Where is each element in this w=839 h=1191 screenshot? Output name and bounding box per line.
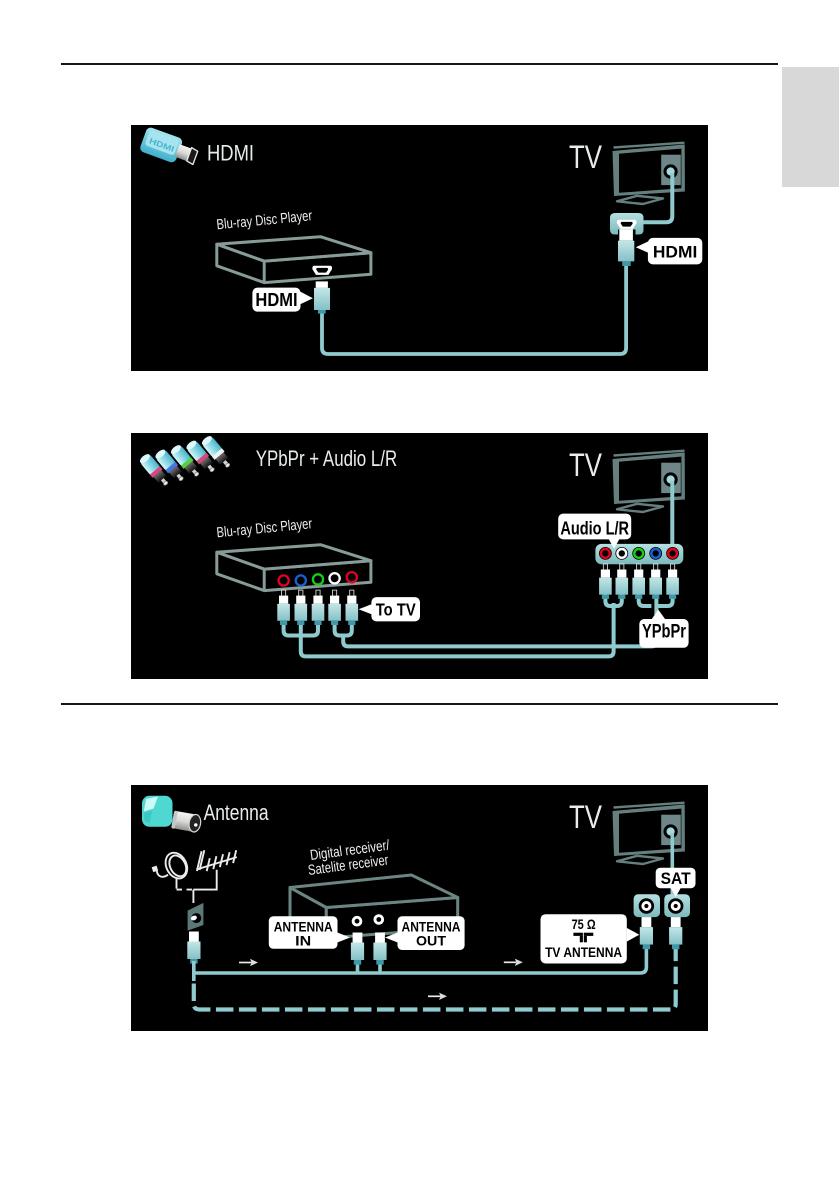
- svg-text:Audio L/R: Audio L/R: [560, 518, 629, 539]
- svg-text:SAT: SAT: [661, 870, 691, 888]
- svg-text:75 Ω: 75 Ω: [572, 916, 596, 932]
- svg-text:ANTENNA: ANTENNA: [402, 920, 461, 935]
- svg-text:HDMI: HDMI: [653, 243, 697, 261]
- svg-text:HDMI: HDMI: [207, 140, 254, 165]
- svg-text:YPbPr + Audio L/R: YPbPr + Audio L/R: [256, 446, 398, 471]
- svg-text:HDMI: HDMI: [255, 290, 297, 310]
- svg-text:Antenna: Antenna: [204, 800, 270, 825]
- svg-text:OUT: OUT: [416, 934, 447, 949]
- svg-text:IN: IN: [295, 934, 311, 949]
- svg-text:YPbPr: YPbPr: [642, 622, 686, 643]
- svg-text:ANTENNA: ANTENNA: [274, 920, 333, 935]
- svg-text:TV ANTENNA: TV ANTENNA: [545, 945, 622, 960]
- svg-text:To TV: To TV: [376, 600, 416, 620]
